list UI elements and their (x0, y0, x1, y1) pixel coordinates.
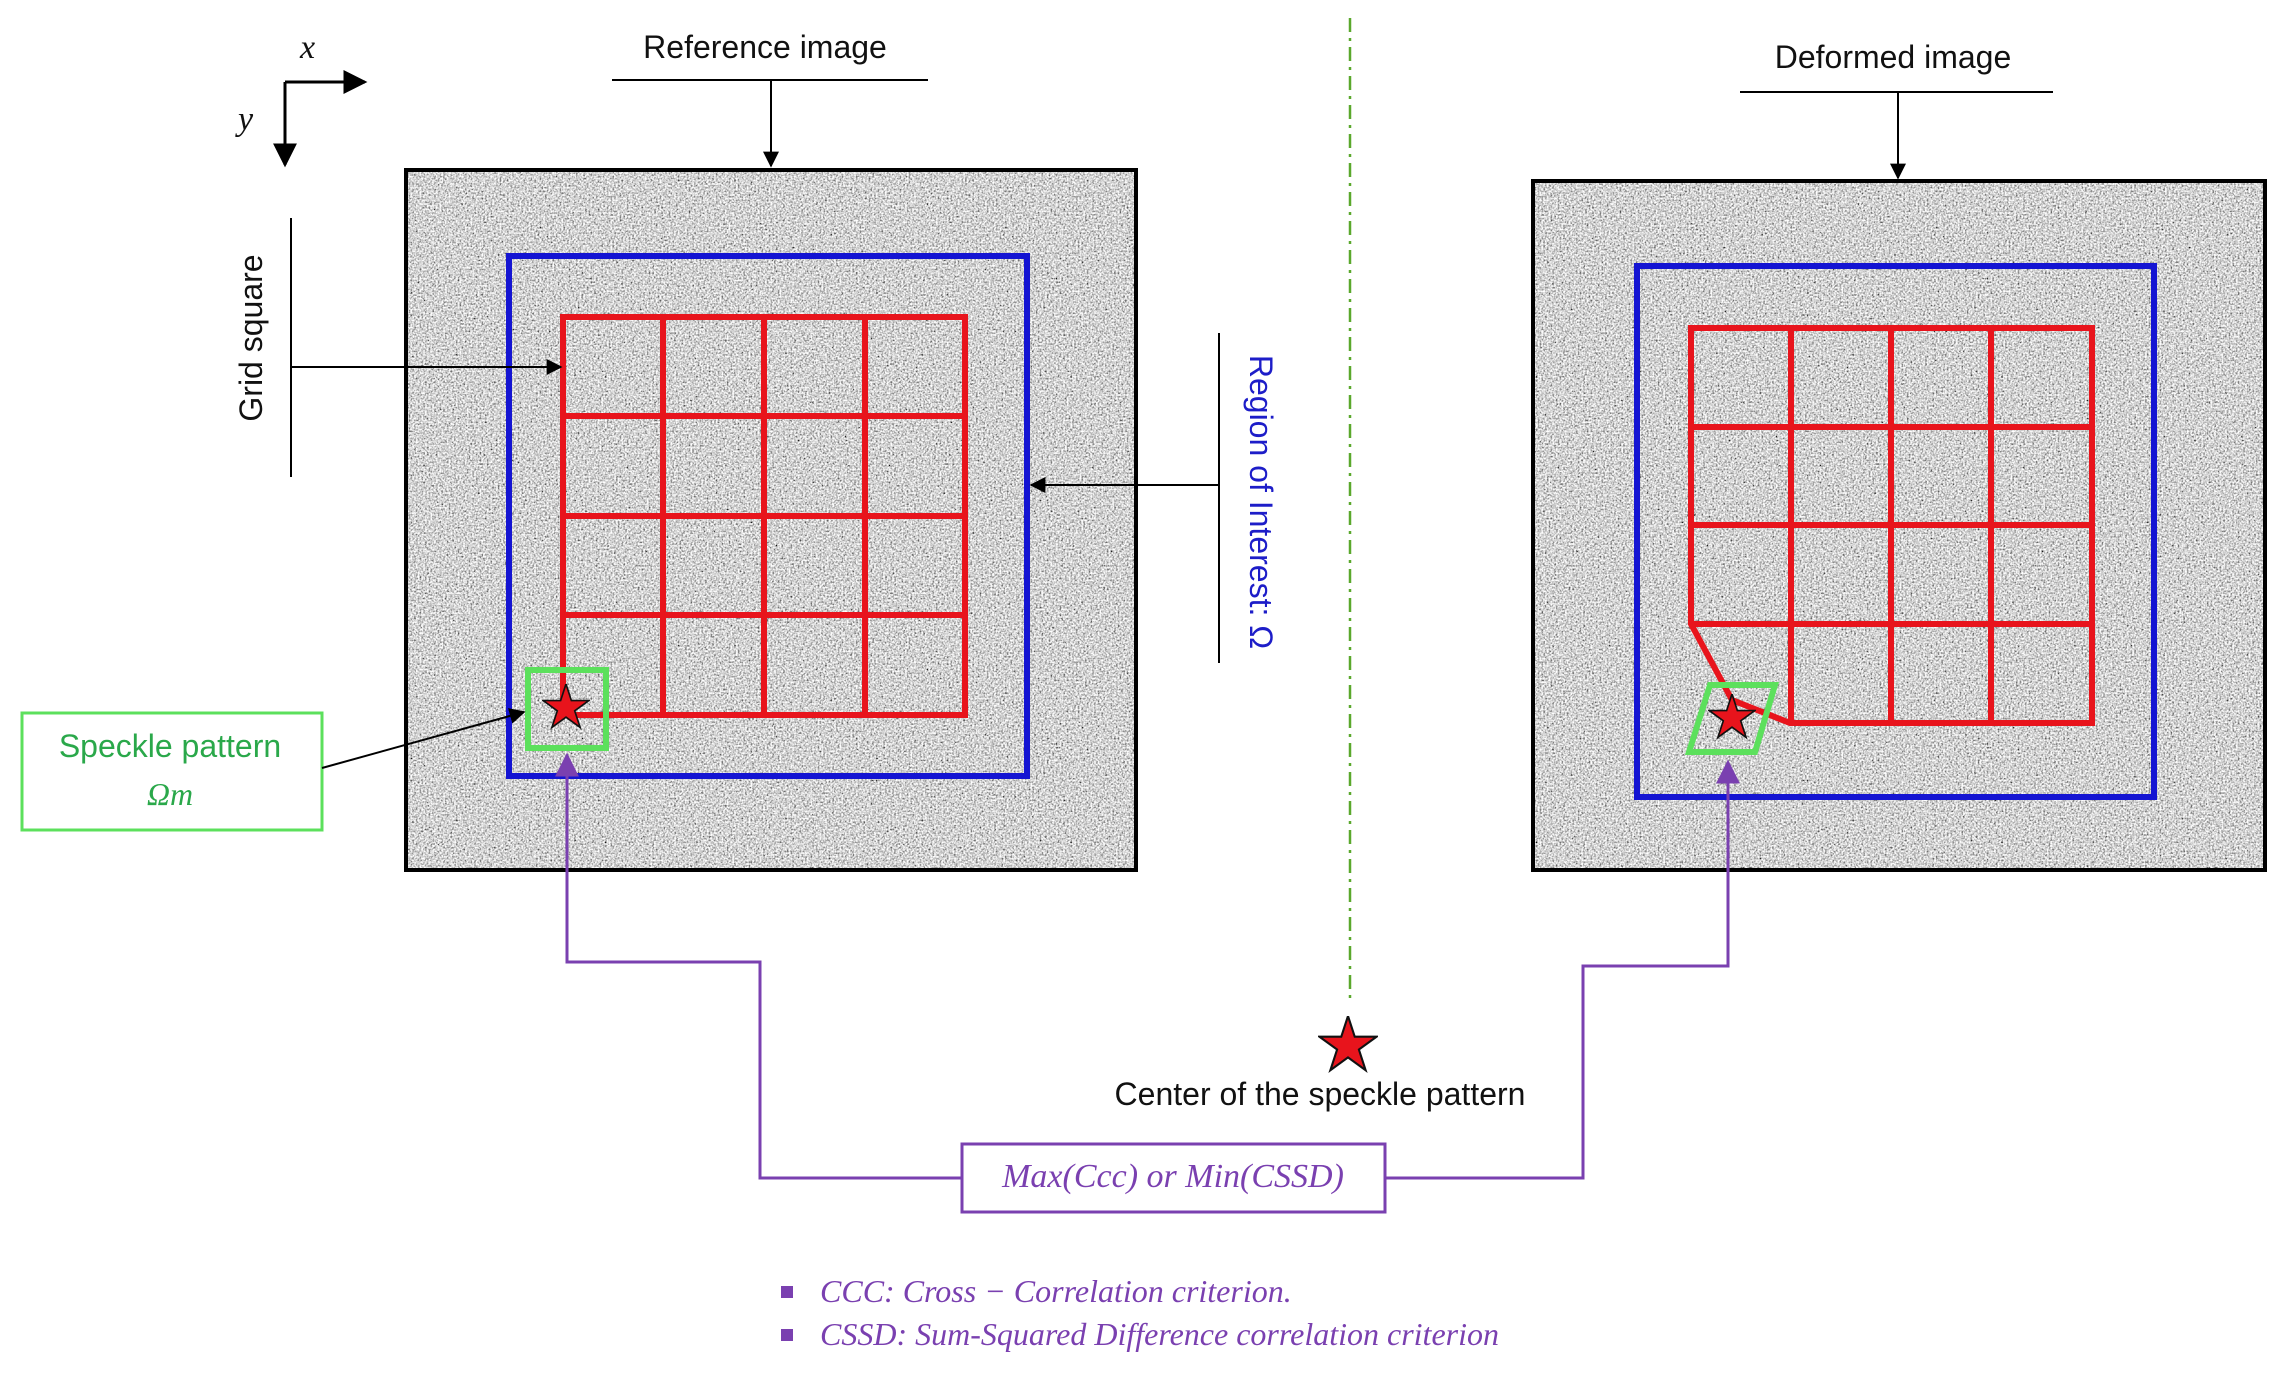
speckle-label-line2: Ωm (147, 776, 193, 812)
deformed-speckle-subset (1684, 682, 1780, 755)
roi-label: Region of Interest: Ω (1243, 355, 1279, 649)
y-axis-label: y⃗ (235, 101, 280, 138)
grid-square-label: Grid square (233, 254, 269, 421)
reference-title-group: Reference image (612, 29, 928, 168)
center-legend: Center of the speckle pattern (1115, 1016, 1526, 1112)
grid-square-annotation: Grid square (233, 218, 563, 477)
roi-annotation: Region of Interest: Ω (1029, 333, 1279, 663)
reference-speckle-subset (525, 667, 609, 751)
criterion-box (960, 1142, 1387, 1214)
center-legend-label: Center of the speckle pattern (1115, 1076, 1526, 1112)
deformed-image (1531, 179, 2267, 872)
reference-connector (555, 752, 962, 1180)
criterion-label: Max(Ccc) or Min(CSSD) (1001, 1158, 1344, 1195)
legend-item-ssd: CSSD: Sum-Squared Difference correlation… (820, 1316, 1499, 1352)
reference-grid (560, 314, 968, 718)
legend-bullet (781, 1286, 793, 1298)
reference-title: Reference image (643, 29, 887, 65)
reference-image-border (404, 168, 1138, 872)
speckle-label-arrow (321, 708, 526, 769)
legend-item-cc: CCC: Cross − Correlation criterion. (820, 1273, 1292, 1309)
deformed-roi-box (1634, 263, 2157, 800)
speckle-label-line1: Speckle pattern (59, 728, 281, 764)
speckle-pattern-annotation: Speckle pattern Ωm (20, 708, 526, 832)
deformed-grid (1688, 325, 2095, 726)
deformed-title: Deformed image (1775, 39, 2012, 75)
deformed-image-border (1531, 179, 2267, 872)
reference-roi-box (506, 253, 1030, 779)
criterion-legend: CCC: Cross − Correlation criterion. CSSD… (781, 1273, 1499, 1352)
reference-speckle-background (406, 170, 1136, 870)
x-axis-label: x⃗ (299, 29, 342, 66)
deformed-title-group: Deformed image (1740, 39, 2053, 180)
speckle-label-box (20, 711, 324, 832)
center-legend-star (1319, 1016, 1376, 1070)
deformed-connector (1385, 759, 1740, 1180)
correlation-connectors (555, 752, 1740, 1180)
legend-bullet (781, 1329, 793, 1341)
reference-image (404, 168, 1138, 872)
axis-indicator: x⃗ y⃗ (235, 29, 368, 168)
